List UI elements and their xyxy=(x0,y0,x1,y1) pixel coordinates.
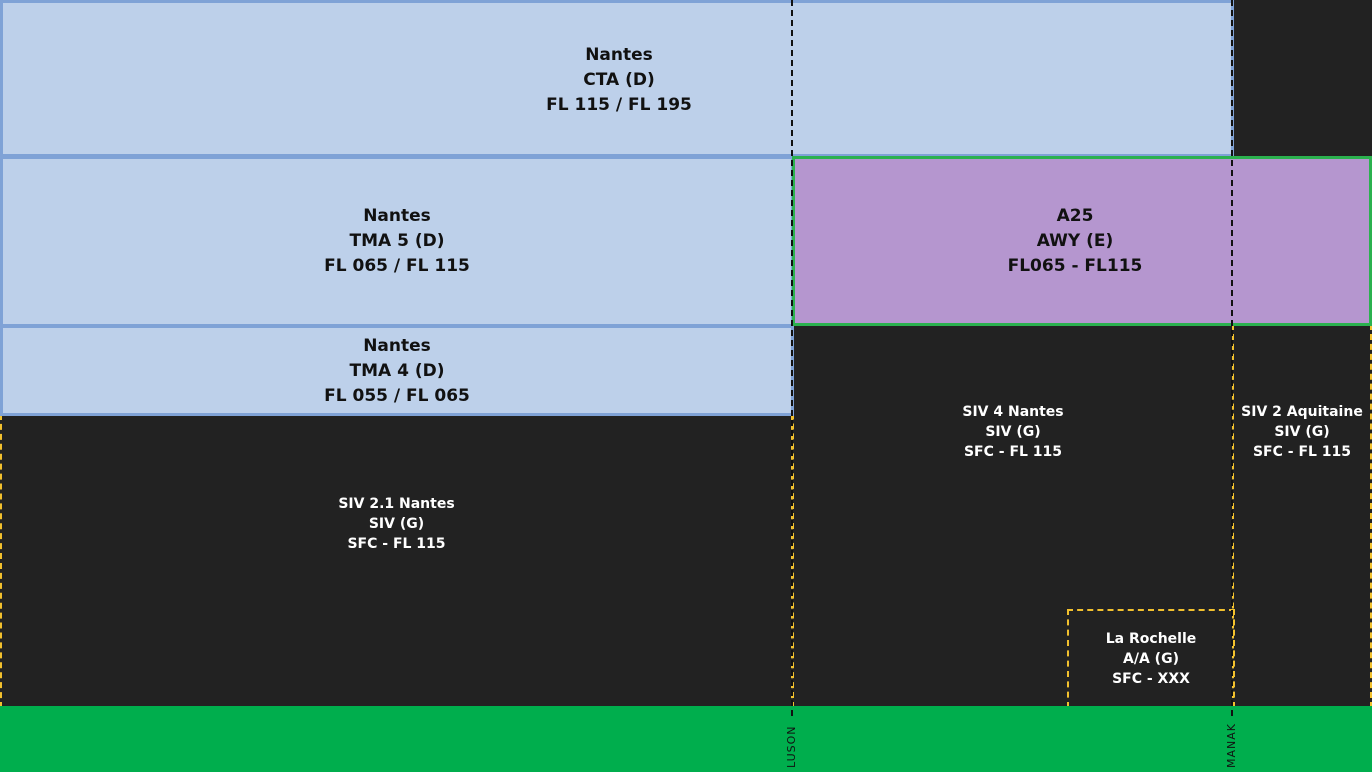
zone-a25-name: A25 xyxy=(1056,206,1094,226)
ground xyxy=(0,706,1372,772)
zone-siv21: SIV 2.1 Nantes SIV (G) SFC - FL 115 xyxy=(0,414,793,708)
zone-cta-name: Nantes xyxy=(585,45,653,65)
zone-tma4: Nantes TMA 4 (D) FL 055 / FL 065 xyxy=(0,325,794,416)
zone-siv4-name: SIV 4 Nantes xyxy=(962,404,1064,420)
zone-siv21-class: SIV (G) xyxy=(368,516,425,532)
zone-cta: Nantes CTA (D) FL 115 / FL 195 xyxy=(0,0,1234,157)
waypoint-luson: LUSON xyxy=(785,725,798,768)
zone-siv2-limits: SFC - FL 115 xyxy=(1252,444,1352,460)
zone-siv4-class: SIV (G) xyxy=(985,424,1041,440)
zone-cta-limits: FL 115 / FL 195 xyxy=(546,95,692,115)
zone-tma5-name: Nantes xyxy=(363,206,431,226)
zone-a25-limits: FL065 - FL115 xyxy=(1007,256,1143,276)
zone-tma4-class: TMA 4 (D) xyxy=(349,361,445,381)
zone-siv2-class: SIV (G) xyxy=(1274,424,1330,440)
zone-a25: A25 AWY (E) FL065 - FL115 xyxy=(792,156,1372,326)
zone-tma5-class: TMA 5 (D) xyxy=(349,231,445,251)
zone-la-rochelle-name: La Rochelle xyxy=(1105,631,1197,647)
zone-siv4-limits: SFC - FL 115 xyxy=(963,444,1063,460)
zone-la-rochelle: La Rochelle A/A (G) SFC - XXX xyxy=(1067,609,1235,708)
zone-a25-class: AWY (E) xyxy=(1036,231,1114,251)
zone-siv21-limits: SFC - FL 115 xyxy=(347,536,446,552)
zone-la-rochelle-class: A/A (G) xyxy=(1123,651,1179,667)
manak-line xyxy=(1231,0,1233,716)
zone-tma5: Nantes TMA 5 (D) FL 065 / FL 115 xyxy=(0,156,794,327)
zone-tma4-name: Nantes xyxy=(363,336,431,356)
zone-siv21-name: SIV 2.1 Nantes xyxy=(338,496,455,512)
zone-cta-class: CTA (D) xyxy=(583,70,655,90)
zone-siv2: SIV 2 Aquitaine SIV (G) SFC - FL 115 xyxy=(1232,324,1372,708)
zone-tma4-limits: FL 055 / FL 065 xyxy=(324,386,470,406)
luson-line xyxy=(791,0,793,716)
zone-la-rochelle-limits: SFC - XXX xyxy=(1112,671,1190,687)
zone-siv2-name: SIV 2 Aquitaine xyxy=(1241,404,1363,420)
zone-tma5-limits: FL 065 / FL 115 xyxy=(324,256,470,276)
waypoint-manak: MANAK xyxy=(1225,723,1238,768)
